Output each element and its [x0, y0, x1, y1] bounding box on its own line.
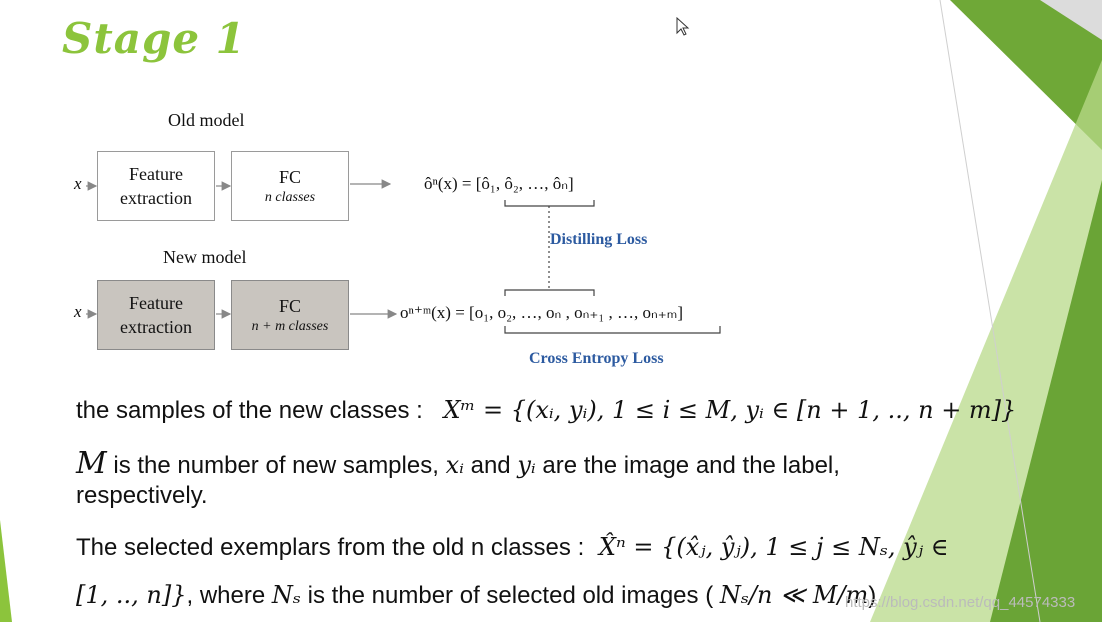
line5-a: , where: [186, 582, 266, 609]
old-feature-line2: extraction: [120, 188, 192, 208]
old-fc-sub: n classes: [264, 190, 316, 205]
line1-math: Xᵐ = {(xᵢ, yᵢ), 1 ≤ i ≤ M, yᵢ ∈ [n + 1, …: [443, 396, 1017, 424]
new-feature-line1: Feature: [129, 293, 183, 313]
new-feature-line2: extraction: [120, 317, 192, 337]
line5-math1: [1, .., n]}: [76, 581, 187, 609]
line2-xi: xᵢ: [445, 451, 464, 479]
old-output-formula: ôⁿ(x) = [ô₁, ô₂, …, ôₙ]: [424, 174, 574, 193]
old-model-label: Old model: [168, 110, 245, 130]
new-output-top-bracket: [504, 289, 595, 296]
mouse-cursor-icon: [676, 17, 690, 36]
grey-wedge-right: [1040, 0, 1102, 40]
old-output-bracket: [504, 200, 595, 207]
green-wedge-bottom-left: [0, 520, 12, 622]
old-feature-extraction-box: Feature extraction: [97, 151, 215, 221]
new-fc-title: FC: [278, 296, 302, 316]
green-wedge-right-dark: [990, 180, 1102, 622]
text-line-2: M is the number of new samples, xᵢ and y…: [76, 446, 840, 481]
line2-a: is the number of new samples,: [113, 452, 439, 479]
old-input-x: x: [74, 174, 82, 193]
cross-entropy-loss-label: Cross Entropy Loss: [529, 350, 664, 367]
text-line-1: the samples of the new classes : Xᵐ = {(…: [76, 396, 1016, 425]
new-fc-box: FC n + m classes: [231, 280, 349, 350]
new-feature-extraction-box: Feature extraction: [97, 280, 215, 350]
new-fc-sub: n + m classes: [251, 319, 329, 334]
line5-b: is the number of selected old images (: [307, 582, 714, 609]
new-input-x: x: [74, 302, 82, 321]
slide-title: Stage 1: [62, 14, 246, 63]
distilling-loss-label: Distilling Loss: [550, 231, 648, 248]
line5-ns: Nₛ: [271, 581, 301, 609]
text-line-5: [1, .., n]}, where Nₛ is the number of s…: [76, 581, 876, 610]
old-fc-title: FC: [278, 167, 302, 187]
new-output-formula: oⁿ⁺ᵐ(x) = [o₁, o₂, …, oₙ , oₙ₊₁ , …, oₙ₊…: [400, 303, 684, 322]
line2-b: are the image and the label,: [542, 452, 840, 479]
model-diagram: Old model x Feature extraction FC n clas…: [60, 100, 760, 380]
watermark: https://blog.csdn.net/qq_44574333: [845, 594, 1076, 611]
new-output-bottom-bracket: [504, 326, 721, 334]
line5-c: ): [868, 582, 877, 609]
line2-m: M: [76, 446, 107, 481]
text-line-3: respectively.: [76, 482, 208, 509]
new-model-label: New model: [163, 247, 247, 267]
line1-text: the samples of the new classes :: [76, 397, 423, 424]
deco-line: [939, 0, 1041, 622]
old-fc-box: FC n classes: [231, 151, 349, 221]
line4-math: X̂ⁿ = {(x̂ⱼ, ŷⱼ), 1 ≤ j ≤ Nₛ, ŷⱼ ∈: [598, 533, 949, 561]
line5-math2: Nₛ/n ≪ M/m: [719, 581, 869, 609]
line4-text: The selected exemplars from the old n cl…: [76, 534, 585, 561]
old-feature-line1: Feature: [129, 164, 183, 184]
line2-and: and: [470, 452, 511, 479]
diagram-connectors: [86, 179, 721, 334]
green-wedge-top-right: [950, 0, 1102, 150]
line2-yi: yᵢ: [517, 451, 536, 479]
text-line-4: The selected exemplars from the old n cl…: [76, 533, 948, 562]
